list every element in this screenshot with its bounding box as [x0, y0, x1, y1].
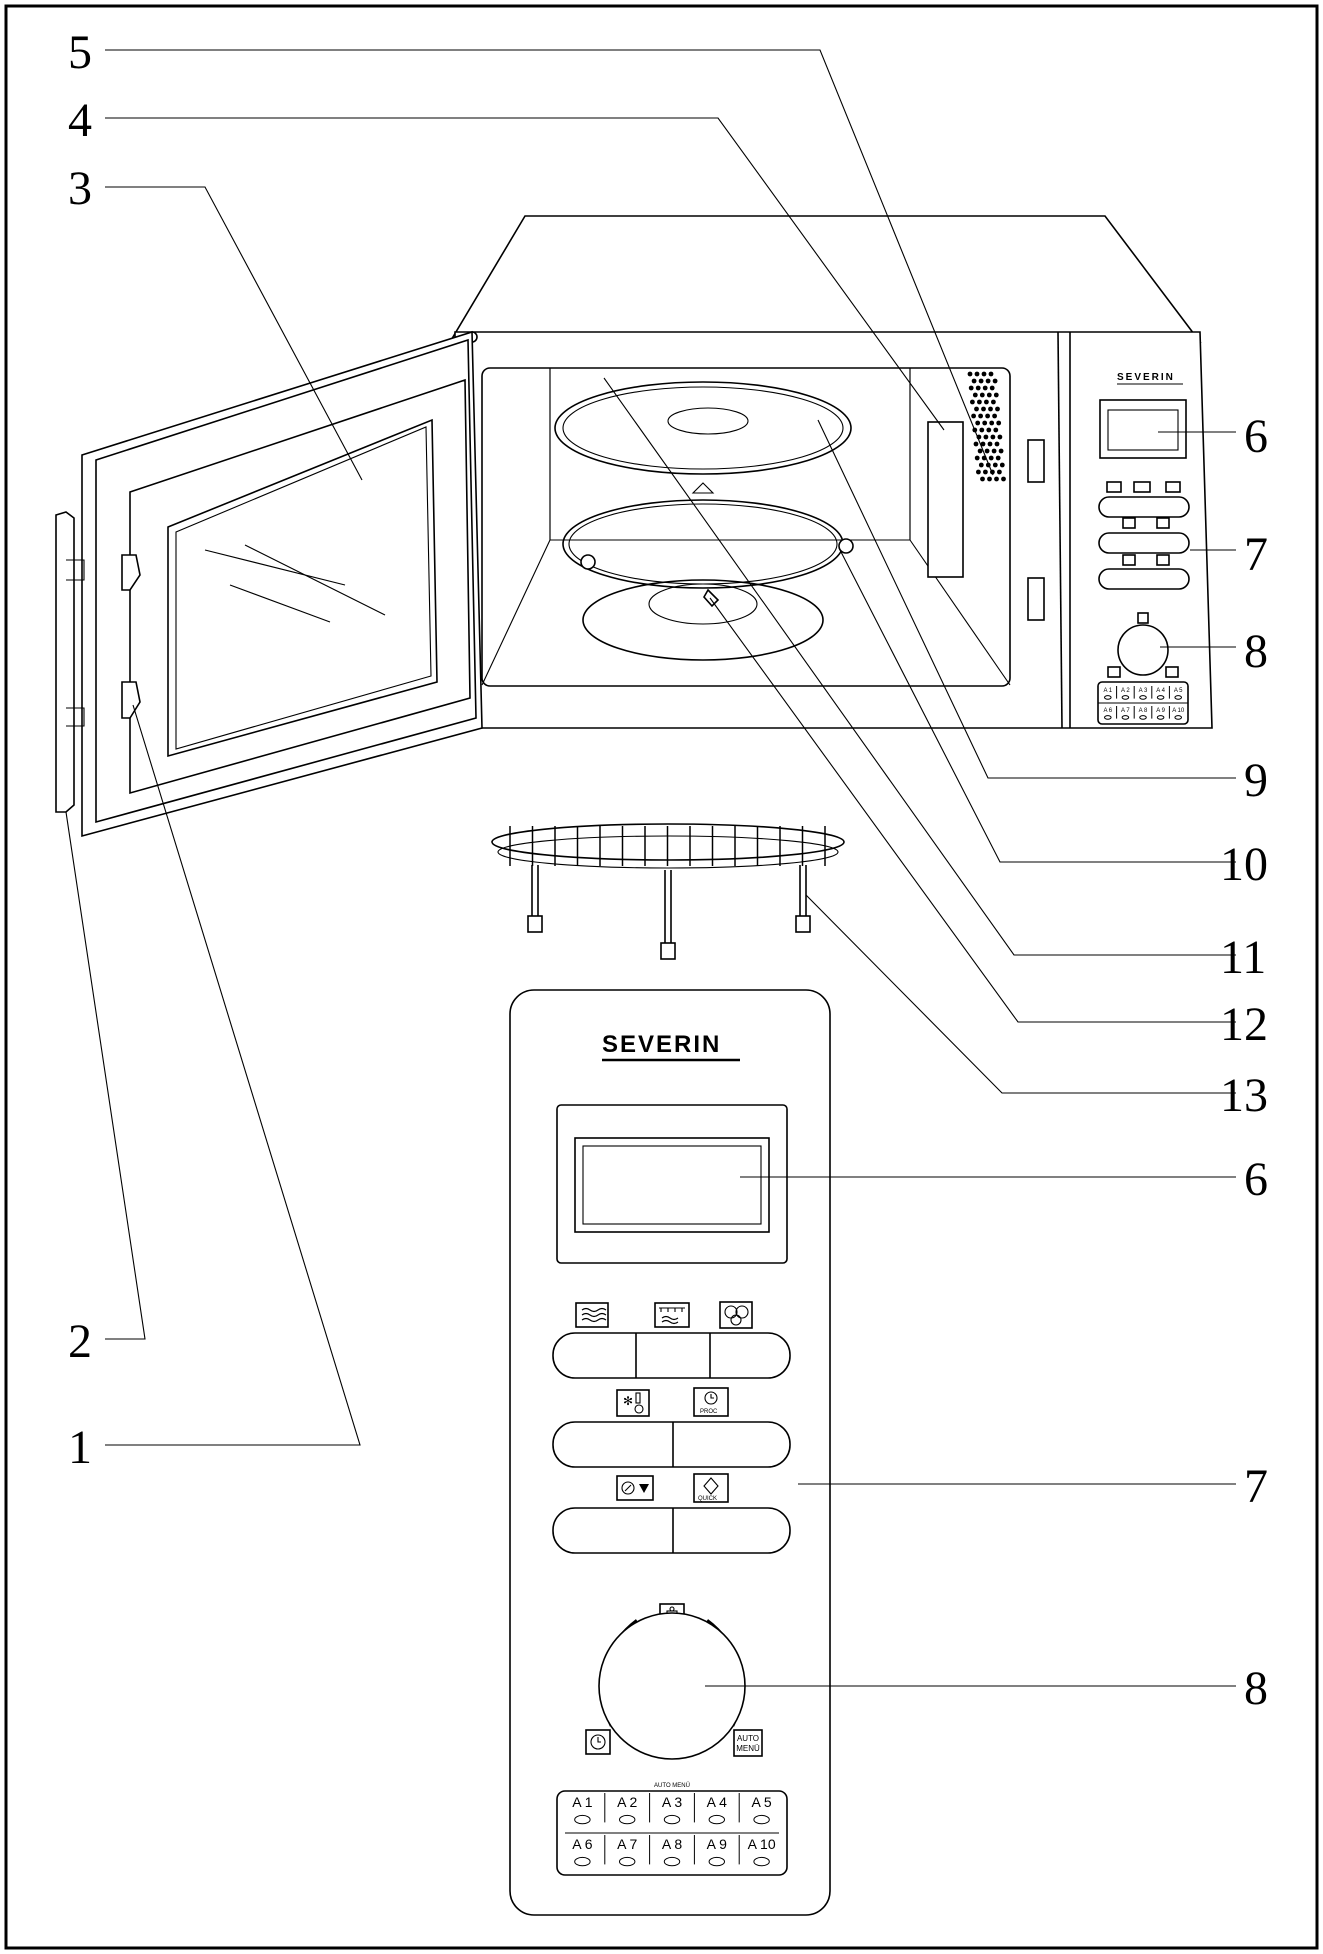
display-frame — [556, 1104, 788, 1264]
auto-menu-item-4: A 4 — [707, 1794, 727, 1810]
auto-menu-button: AUTO MENÜ — [733, 1729, 763, 1757]
timer-icon: PROC — [693, 1387, 729, 1417]
brand-logo-small: SEVERIN — [1117, 372, 1175, 383]
auto-menu-item-9: A 9 — [707, 1836, 727, 1852]
dial-small — [1117, 624, 1169, 676]
proc-label: PROC — [700, 1409, 718, 1415]
function-button-row — [552, 1421, 791, 1468]
callout-11: 11 — [1220, 931, 1266, 984]
callout-2: 2 — [68, 1315, 92, 1368]
stop-button[interactable] — [555, 1510, 671, 1551]
door-window — [167, 418, 438, 758]
callout-7-bottom: 7 — [1244, 1460, 1268, 1513]
roller-ring — [582, 579, 824, 661]
stop-icon — [616, 1475, 654, 1501]
callout-7-top: 7 — [1244, 528, 1268, 581]
callout-4: 4 — [68, 94, 92, 147]
display — [574, 1137, 770, 1233]
leader-lines — [65, 49, 1236, 1687]
callout-10: 10 — [1220, 838, 1268, 891]
convection-button[interactable] — [711, 1335, 788, 1376]
grill-icon — [654, 1302, 690, 1328]
auto-menu-item-small-1: A 1 — [1103, 688, 1112, 694]
callout-8-bottom: 8 — [1244, 1662, 1268, 1715]
oven-door — [55, 330, 483, 838]
grill-rack — [491, 823, 845, 960]
brand-logo: SEVERIN — [602, 1031, 721, 1058]
callout-13: 13 — [1220, 1069, 1268, 1122]
auto-menu-item-6: A 6 — [572, 1836, 592, 1852]
timer-button[interactable] — [675, 1424, 788, 1465]
auto-menu-item-small-4: A 4 — [1156, 688, 1165, 694]
mode-button-row — [552, 1332, 791, 1379]
callout-5: 5 — [68, 26, 92, 79]
fan-icon — [719, 1301, 753, 1329]
quick-label: QUICK — [698, 1496, 717, 1502]
callout-12: 12 — [1220, 998, 1268, 1051]
auto-menu-item-5: A 5 — [751, 1794, 771, 1810]
defrost-button[interactable] — [555, 1424, 671, 1465]
auto-menu-item-1: A 1 — [572, 1794, 592, 1810]
auto-menu-item-2: A 2 — [617, 1794, 637, 1810]
start-stop-button-row — [552, 1507, 791, 1554]
waveguide-cover — [927, 421, 964, 578]
auto-menu-item-7: A 7 — [617, 1836, 637, 1852]
microwave-button[interactable] — [555, 1335, 635, 1376]
defrost-icon: ✻ — [616, 1389, 650, 1417]
svg-text:✻: ✻ — [623, 1394, 633, 1408]
auto-menu-item-small-6: A 6 — [1103, 708, 1112, 714]
door-handle — [55, 511, 75, 813]
auto-menu-item-small-5: A 5 — [1174, 688, 1183, 694]
microwave-icon — [575, 1302, 609, 1328]
microwave-oven: SEVERIN A 1 A 2 A 3 A 4 A 5 A 6 A 7 A 8 A 9 A 10 — [448, 215, 1213, 729]
glass-turntable — [554, 381, 852, 475]
callout-6-top: 6 — [1244, 410, 1268, 463]
start-icon: QUICK — [693, 1473, 729, 1503]
callout-6-bottom: 6 — [1244, 1153, 1268, 1206]
auto-menu-item-3: A 3 — [662, 1794, 682, 1810]
door-latch-upper — [121, 554, 141, 591]
turntable-drive — [703, 588, 720, 608]
auto-menu-item-small-9: A 9 — [1156, 708, 1165, 714]
auto-menu-heading: AUTO MENÜ — [654, 1782, 690, 1789]
page-border — [4, 4, 1319, 1950]
callout-3: 3 — [68, 162, 92, 215]
svg-text:AUTO: AUTO — [737, 1734, 759, 1743]
auto-menu-item-small-8: A 8 — [1139, 708, 1148, 714]
auto-menu-item-small-10: A 10 — [1172, 708, 1185, 714]
callout-numbers: 5 4 3 6 7 8 9 10 11 12 13 6 7 8 2 1 — [68, 26, 1268, 1715]
auto-menu-item-small-3: A 3 — [1139, 688, 1148, 694]
clock-icon — [585, 1729, 611, 1755]
grill-button[interactable] — [637, 1335, 709, 1376]
callout-8-top: 8 — [1244, 625, 1268, 678]
callout-9: 9 — [1244, 754, 1268, 807]
svg-text:MENÜ: MENÜ — [736, 1744, 760, 1753]
auto-menu-item-10: A 10 — [748, 1836, 776, 1852]
control-panel-detail: SEVERIN — [509, 989, 831, 1916]
auto-menu-item-8: A 8 — [662, 1836, 682, 1852]
auto-menu-item-small-2: A 2 — [1121, 688, 1130, 694]
start-button[interactable] — [675, 1510, 788, 1551]
callout-1: 1 — [68, 1421, 92, 1474]
auto-menu-item-small-7: A 7 — [1121, 708, 1130, 714]
control-panel-small: SEVERIN A 1 A 2 A 3 A 4 A 5 A 6 A 7 A 8 A 9 A 10 — [1097, 372, 1190, 725]
ventilation-holes — [967, 371, 1006, 482]
